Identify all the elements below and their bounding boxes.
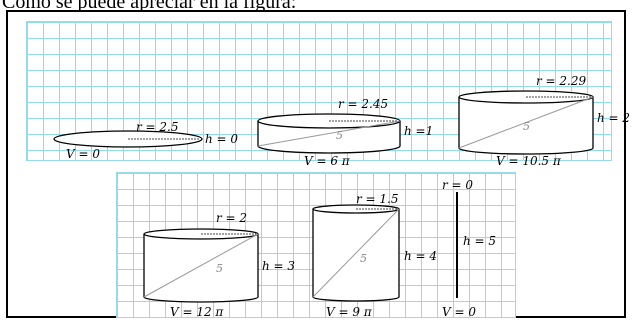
radius-label-6: r = 0 [442,178,473,192]
cylinder-h4: 5 r = 1.5 h = 4 V = 9 π [312,192,437,319]
cylinder-h2: 5 r = 2.29 h = 2 V = 10.5 π [458,74,630,168]
volume-label-2: V = 6 π [304,154,351,168]
volume-label-5: V = 9 π [326,305,373,319]
height-label-1: h = 0 [205,132,238,146]
height-label-6: h = 5 [463,234,496,248]
radius-label-1: r = 2.5 [136,120,179,134]
slant-label-2: 5 [336,129,343,142]
cylinder-h1: 5 r = 2.45 h =1 V = 6 π [257,97,433,168]
radius-label-5: r = 1.5 [356,192,399,206]
height-label-4: h = 3 [262,259,295,273]
height-label-5: h = 4 [404,249,437,263]
slant-label-4: 5 [216,262,223,275]
slant-label-3: 5 [523,120,530,133]
cylinder-h0: r = 2.5 h = 0 V = 0 [53,120,238,161]
radius-label-4: r = 2 [216,211,247,225]
height-label-3: h = 2 [597,111,630,125]
radius-label-3: r = 2.29 [536,74,587,88]
cylinder-h3: 5 r = 2 h = 3 V = 12 π [143,211,295,319]
slant-label-5: 5 [360,252,367,265]
height-label-2: h =1 [404,124,433,138]
volume-label-4: V = 12 π [170,305,224,319]
cylinder-r0: r = 0 h = 5 V = 0 [442,178,496,319]
volume-label-3: V = 10.5 π [496,154,562,168]
radius-label-2: r = 2.45 [338,97,388,111]
volume-label-6: V = 0 [442,305,476,319]
volume-label-1: V = 0 [66,147,100,161]
caption: Como se puede apreciar en la figura: [2,0,297,13]
